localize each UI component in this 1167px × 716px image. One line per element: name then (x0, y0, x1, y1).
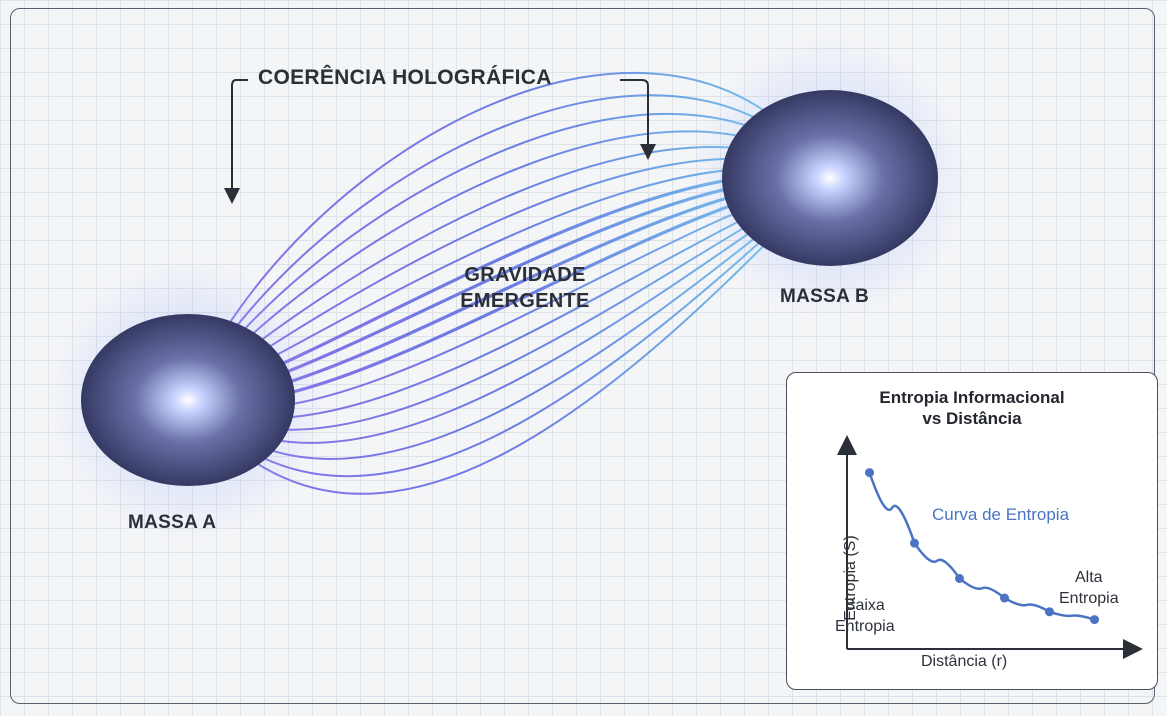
low-entropy-label: Baixa Entropia (835, 595, 895, 637)
coherence-title: COERÊNCIA HOLOGRÁFICA (258, 66, 552, 89)
chart-marks (865, 468, 1099, 625)
entropy-curve (868, 472, 1095, 621)
x-axis-label: Distância (r) (921, 653, 1008, 670)
high-entropy-label: Alta Entropia (1059, 567, 1119, 609)
emergent-gravity-line-1: GRAVIDADE (464, 264, 586, 286)
mass-b-sphere (690, 38, 970, 318)
data-point (1090, 615, 1099, 625)
data-point (955, 573, 964, 583)
emergent-gravity-label: GRAVIDADE EMERGENTE (440, 262, 610, 314)
diagram-frame (10, 8, 1155, 704)
high-entropy-line-1: Alta (1075, 569, 1103, 586)
data-point (910, 538, 919, 548)
chart-title-line-2: vs Distância (922, 409, 1022, 428)
mass-a-label: MASSA A (128, 512, 217, 533)
data-point (1045, 607, 1054, 617)
mass-b-label: MASSA B (780, 286, 870, 307)
coherence-bracket-left (224, 79, 248, 204)
data-point (1000, 593, 1009, 603)
entropy-chart-panel: Entropia Informacional vs Distância Curv… (786, 372, 1158, 690)
emergent-gravity-line-2: EMERGENTE (460, 290, 590, 312)
low-entropy-line-2: Entropia (835, 618, 895, 635)
chart-title: Entropia Informacional vs Distância (787, 387, 1157, 429)
low-entropy-line-1: Baixa (844, 597, 885, 614)
chart-title-line-1: Entropia Informacional (879, 388, 1065, 407)
data-point (865, 468, 874, 478)
entropy-chart (837, 435, 1143, 659)
curve-label: Curva de Entropia (932, 505, 1070, 524)
coherence-bracket-right (620, 79, 656, 160)
mass-a-sphere (48, 260, 328, 540)
high-entropy-line-2: Entropia (1059, 590, 1119, 607)
